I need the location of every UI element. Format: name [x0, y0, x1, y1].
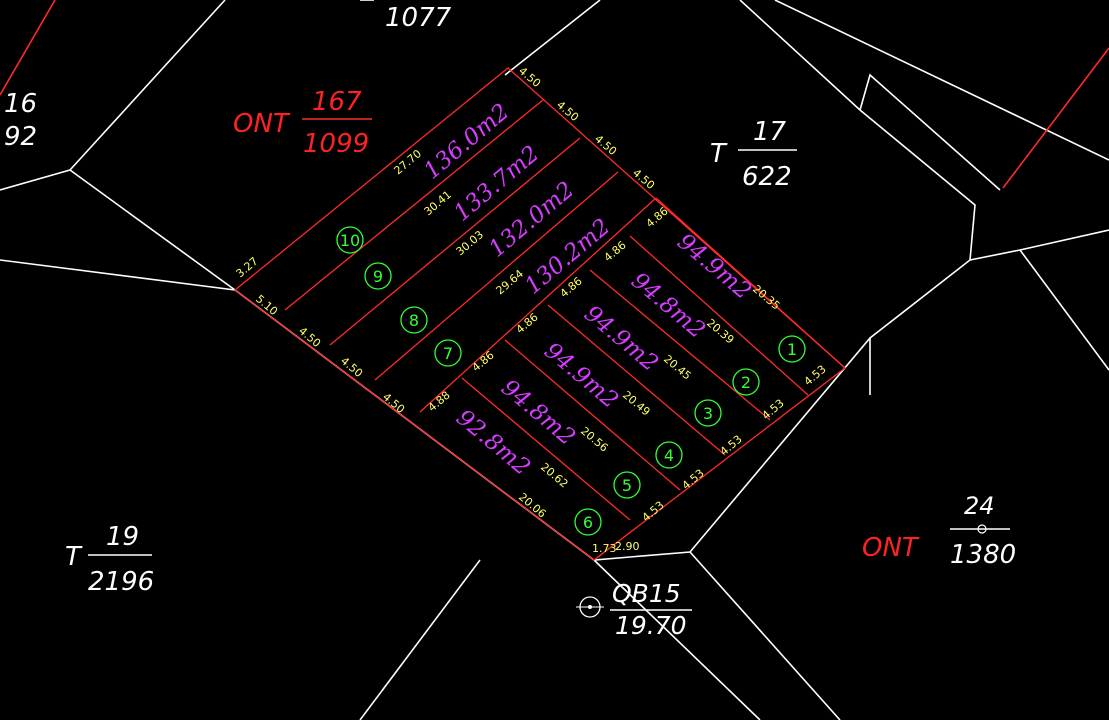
t19-denominator: 2196 — [88, 567, 154, 597]
dim-right-2: 4.53 — [760, 397, 787, 423]
lot-1-circle — [778, 335, 806, 363]
survey-point-name: QB15 — [612, 579, 681, 608]
red-boundaries — [0, 0, 1109, 189]
dim-depth-4: 20.49 — [620, 388, 652, 418]
lot-2-circle — [732, 368, 760, 396]
lot-10-circle — [336, 226, 364, 254]
t17-prefix: T — [710, 139, 728, 169]
ont-24-denominator: 1380 — [950, 540, 1016, 570]
left-partial-denominator: 92 — [4, 122, 37, 152]
dim-left-corner: 3.27 — [234, 255, 261, 281]
point-marker-icon — [977, 524, 987, 534]
lot-8-number: 8 — [409, 311, 419, 330]
lot-8-circle — [400, 306, 428, 334]
lot-1-number: 1 — [787, 340, 797, 359]
dim-bottom-left-3: 4.50 — [338, 354, 365, 380]
dim-depth-1: 20.35 — [750, 282, 782, 312]
lot-4-area: 94.9m2 — [539, 338, 623, 414]
ont-167-prefix: ONT — [233, 109, 291, 139]
dim-depth-10: 27.70 — [392, 147, 424, 177]
dim-depth-5: 20.56 — [578, 424, 610, 454]
lot-3-number: 3 — [703, 404, 713, 423]
top-partial-denominator: 1077 — [385, 3, 452, 33]
dim-right-1: 4.53 — [802, 363, 829, 389]
t17-denominator: 622 — [742, 162, 792, 192]
lot-3-area: 94.9m2 — [579, 301, 663, 377]
lot-7-circle — [434, 339, 462, 367]
t19-prefix: T — [65, 542, 83, 572]
t17-numerator: 17 — [753, 117, 787, 147]
ont-167-numerator: 167 — [312, 87, 362, 117]
lot-number-markers: 10 9 8 7 1 2 3 4 5 6 — [336, 226, 806, 536]
dim-top-1: 4.50 — [516, 64, 543, 90]
dim-depth-2: 20.39 — [704, 316, 736, 346]
dim-width-4: 4.86 — [514, 311, 541, 337]
dim-bottom-corner-a: 1.73 — [592, 542, 617, 555]
lot-5-number: 5 — [622, 476, 632, 495]
lot-block — [233, 67, 847, 561]
left-partial-numerator: 16 — [4, 89, 37, 119]
lot-2-area: 94.8m2 — [626, 268, 710, 344]
ont-167-denominator: 1099 — [303, 129, 369, 159]
dim-width-5: 4.86 — [470, 349, 497, 375]
lot-2-number: 2 — [741, 373, 751, 392]
dim-depth-8: 30.03 — [454, 228, 486, 258]
dim-top-2: 4.50 — [554, 98, 581, 124]
dim-depth-3: 20.45 — [661, 352, 693, 382]
dim-right-4: 4.53 — [680, 467, 707, 493]
dim-bottom-corner-b: 2.90 — [615, 540, 640, 553]
ont-24-prefix: ONT — [862, 533, 920, 563]
lot-9-circle — [364, 262, 392, 290]
dim-bottom-left-4: 4.50 — [380, 390, 407, 416]
lot-10-number: 10 — [340, 231, 360, 250]
lot-6-circle — [574, 508, 602, 536]
survey-point-value: 19.70 — [615, 611, 687, 640]
lot-7-number: 7 — [443, 344, 453, 363]
ont-24-numerator: 24 — [964, 492, 995, 520]
dim-depth-9: 30.41 — [422, 188, 454, 218]
lot-4-circle — [655, 441, 683, 469]
lot-4-number: 4 — [664, 446, 674, 465]
dim-width-2: 4.86 — [602, 239, 629, 265]
lot-9-number: 9 — [373, 267, 383, 286]
t19-numerator: 19 — [106, 522, 139, 552]
lot-6-number: 6 — [583, 513, 593, 532]
dim-width-6: 4.88 — [426, 389, 453, 415]
lot-1-area: 94.9m2 — [672, 229, 756, 305]
lot-3-circle — [694, 399, 722, 427]
lot-5-circle — [613, 471, 641, 499]
dim-right-5: 4.53 — [640, 499, 667, 525]
